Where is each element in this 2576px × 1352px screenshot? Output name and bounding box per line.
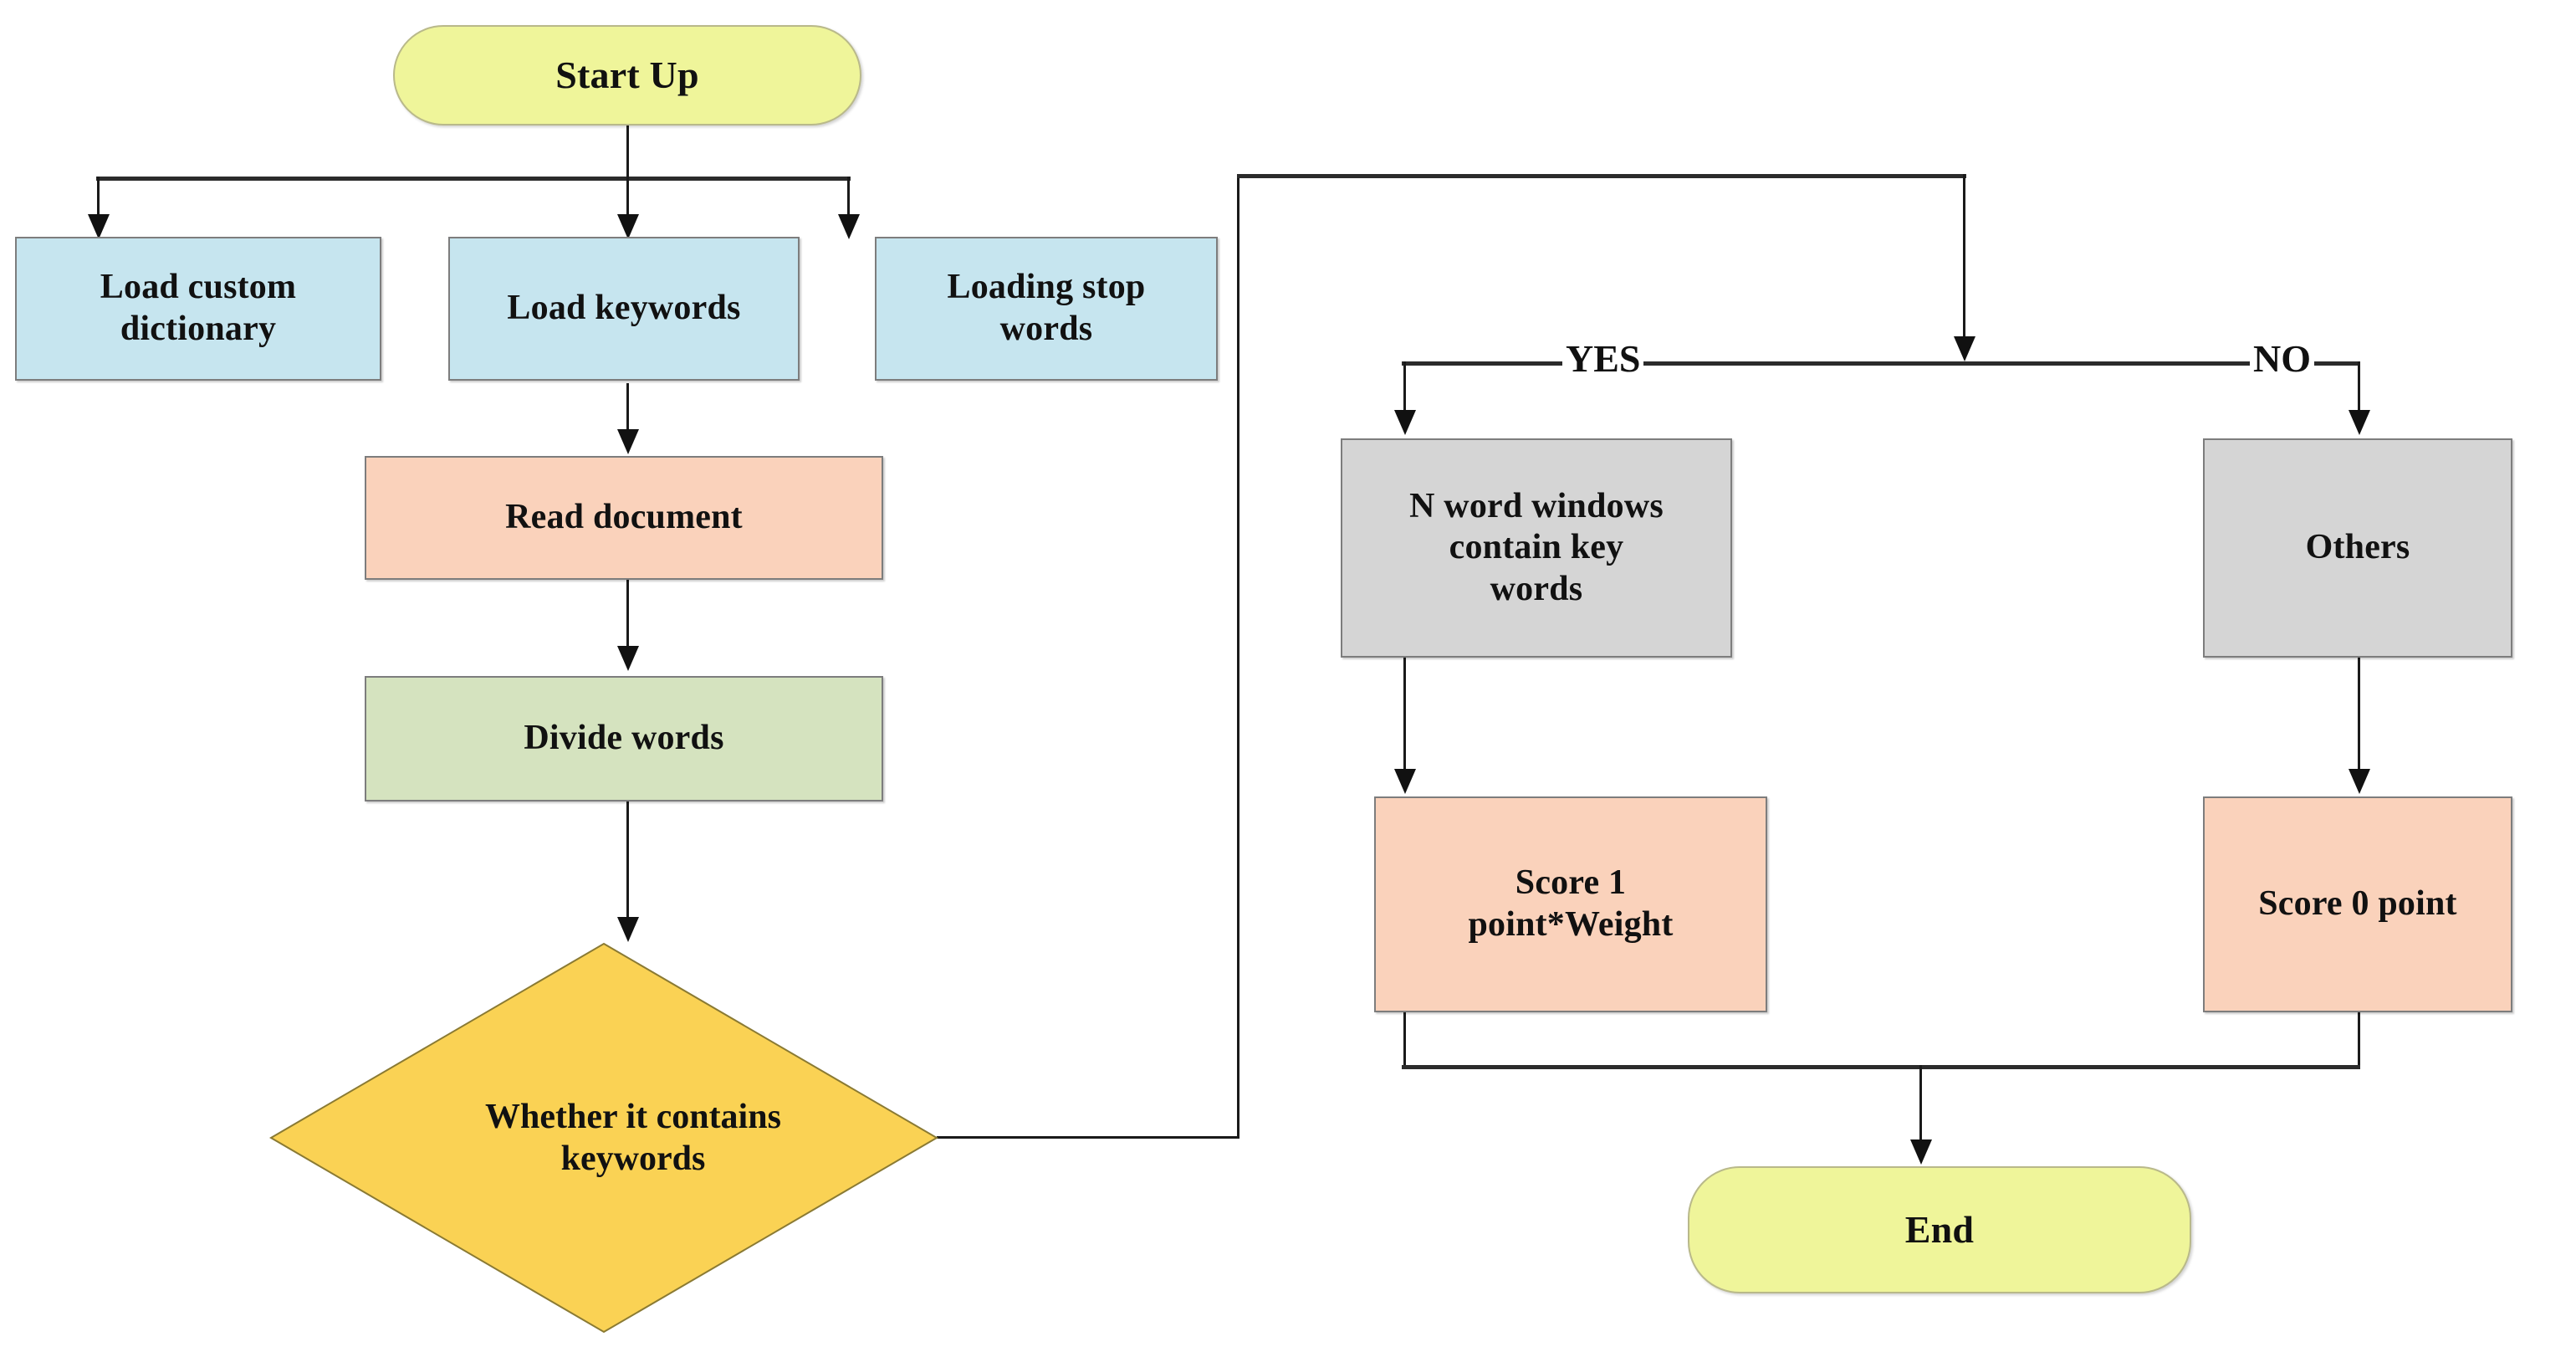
edge-bus-to-load-dictionary [97, 177, 100, 223]
edge-read-document-to-divide-words [626, 580, 629, 647]
node-loading-stop-words[interactable]: Loading stop words [875, 237, 1218, 381]
node-score-one-point-weight[interactable]: Score 1 point*Weight [1374, 796, 1767, 1012]
node-end[interactable]: End [1688, 1166, 2191, 1293]
arrowhead-load-dictionary [88, 214, 110, 239]
decision-diamond-shape [269, 942, 938, 1334]
node-divide-words[interactable]: Divide words [365, 676, 883, 801]
node-decision-whether-contains-keywords[interactable]: Whether it contains keywords [269, 942, 938, 1334]
branch-label-no: NO [2250, 336, 2314, 381]
edge-others-to-score-zero [2358, 658, 2360, 770]
node-score-zero-point[interactable]: Score 0 point [2203, 796, 2512, 1012]
edge-right-top-horizontal [1237, 174, 1966, 178]
arrowhead-divide-words [617, 646, 639, 671]
arrowhead-end [1910, 1139, 1932, 1165]
edge-n-word-windows-to-score-one [1403, 658, 1406, 770]
node-n-word-windows-contain-key-words[interactable]: N word windows contain key words [1341, 438, 1732, 658]
arrowhead-score-one [1394, 769, 1416, 794]
edge-merge-horizontal [1402, 1065, 2360, 1069]
decision-label: Whether it contains keywords [485, 1097, 781, 1178]
node-start-up[interactable]: Start Up [393, 25, 861, 125]
edge-merge-to-end [1919, 1065, 1922, 1142]
arrowhead-loading-stop-words [838, 214, 860, 239]
node-load-keywords[interactable]: Load keywords [448, 237, 800, 381]
edge-start-to-bus [626, 124, 629, 181]
edge-drop-to-yesno-bar [1963, 174, 1965, 341]
edge-bus-horizontal [96, 177, 851, 181]
node-others[interactable]: Others [2203, 438, 2512, 658]
arrowhead-score-zero [2349, 769, 2370, 794]
edge-yesno-split-bar [1402, 361, 2360, 366]
node-load-custom-dictionary[interactable]: Load custom dictionary [15, 237, 381, 381]
arrowhead-others [2349, 410, 2370, 435]
arrowhead-yesno-split [1954, 336, 1975, 361]
edge-score-one-down [1403, 1012, 1406, 1068]
arrowhead-n-word-windows [1394, 410, 1416, 435]
edge-yes-branch-down [1403, 361, 1406, 413]
edge-right-riser-vertical [1237, 175, 1239, 1139]
edge-bus-to-load-keywords [626, 177, 629, 223]
edge-load-keywords-to-read-document [626, 383, 629, 432]
arrowhead-load-keywords [617, 214, 639, 239]
arrowhead-decision [617, 917, 639, 942]
arrowhead-read-document [617, 429, 639, 454]
node-read-document[interactable]: Read document [365, 456, 883, 580]
edge-divide-words-to-decision [626, 801, 629, 917]
edge-decision-to-right-riser [937, 1136, 1239, 1139]
branch-label-yes: YES [1562, 336, 1644, 381]
edge-no-branch-down [2358, 361, 2360, 413]
edge-score-zero-down [2358, 1012, 2360, 1068]
edge-bus-to-loading-stop-words [847, 177, 850, 223]
